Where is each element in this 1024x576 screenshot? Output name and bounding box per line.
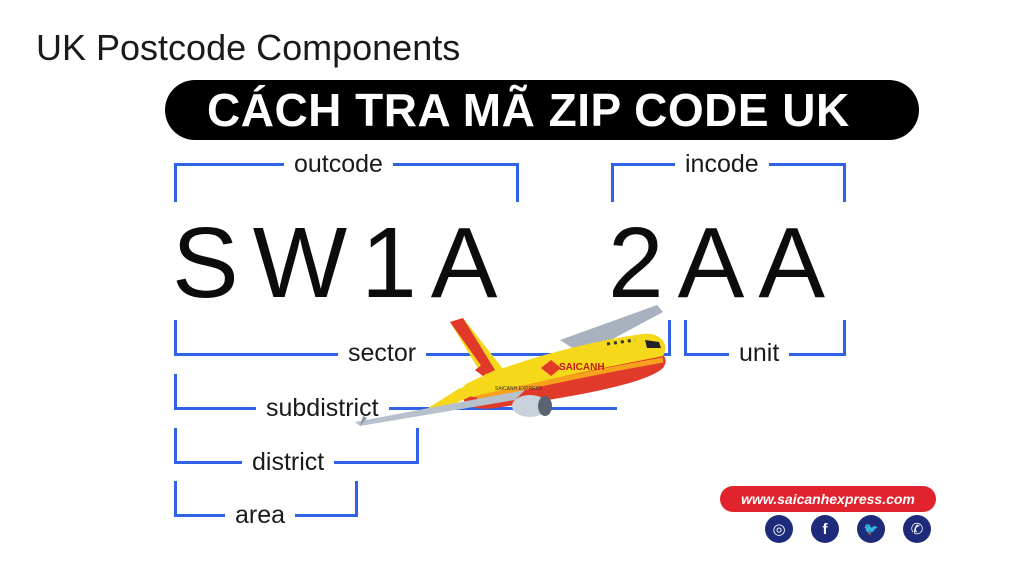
page-title: UK Postcode Components — [36, 27, 461, 68]
airplane-brand: SAICANH — [559, 362, 605, 373]
whatsapp-icon[interactable]: ✆ — [903, 515, 931, 543]
twitter-icon[interactable]: 🐦 — [857, 515, 885, 543]
incode-label: incode — [675, 152, 769, 177]
district-label: district — [242, 450, 335, 475]
facebook-icon[interactable]: f — [811, 515, 839, 543]
instagram-icon[interactable]: ◎ — [765, 515, 793, 543]
area-label: area — [225, 503, 296, 528]
subdistrict-bracket — [174, 374, 617, 410]
airplane-tagline: SAICANH EXPRESS — [495, 386, 543, 392]
postcode-inward: 2AA — [608, 207, 840, 319]
title-banner: CÁCH TRA MÃ ZIP CODE UK — [165, 80, 919, 140]
outcode-label: outcode — [284, 152, 393, 177]
website-link[interactable]: www.saicanhexpress.com — [720, 486, 936, 512]
airplane-illustration: SAICANH SAICANH EXPRESS — [355, 305, 666, 426]
sector-label: sector — [338, 341, 427, 366]
website-url: www.saicanhexpress.com — [741, 491, 915, 507]
banner-text: CÁCH TRA MÃ ZIP CODE UK — [207, 84, 850, 136]
postcode-outward: SW1A — [172, 207, 512, 319]
unit-label: unit — [729, 341, 790, 366]
subdistrict-label: subdistrict — [256, 396, 389, 421]
